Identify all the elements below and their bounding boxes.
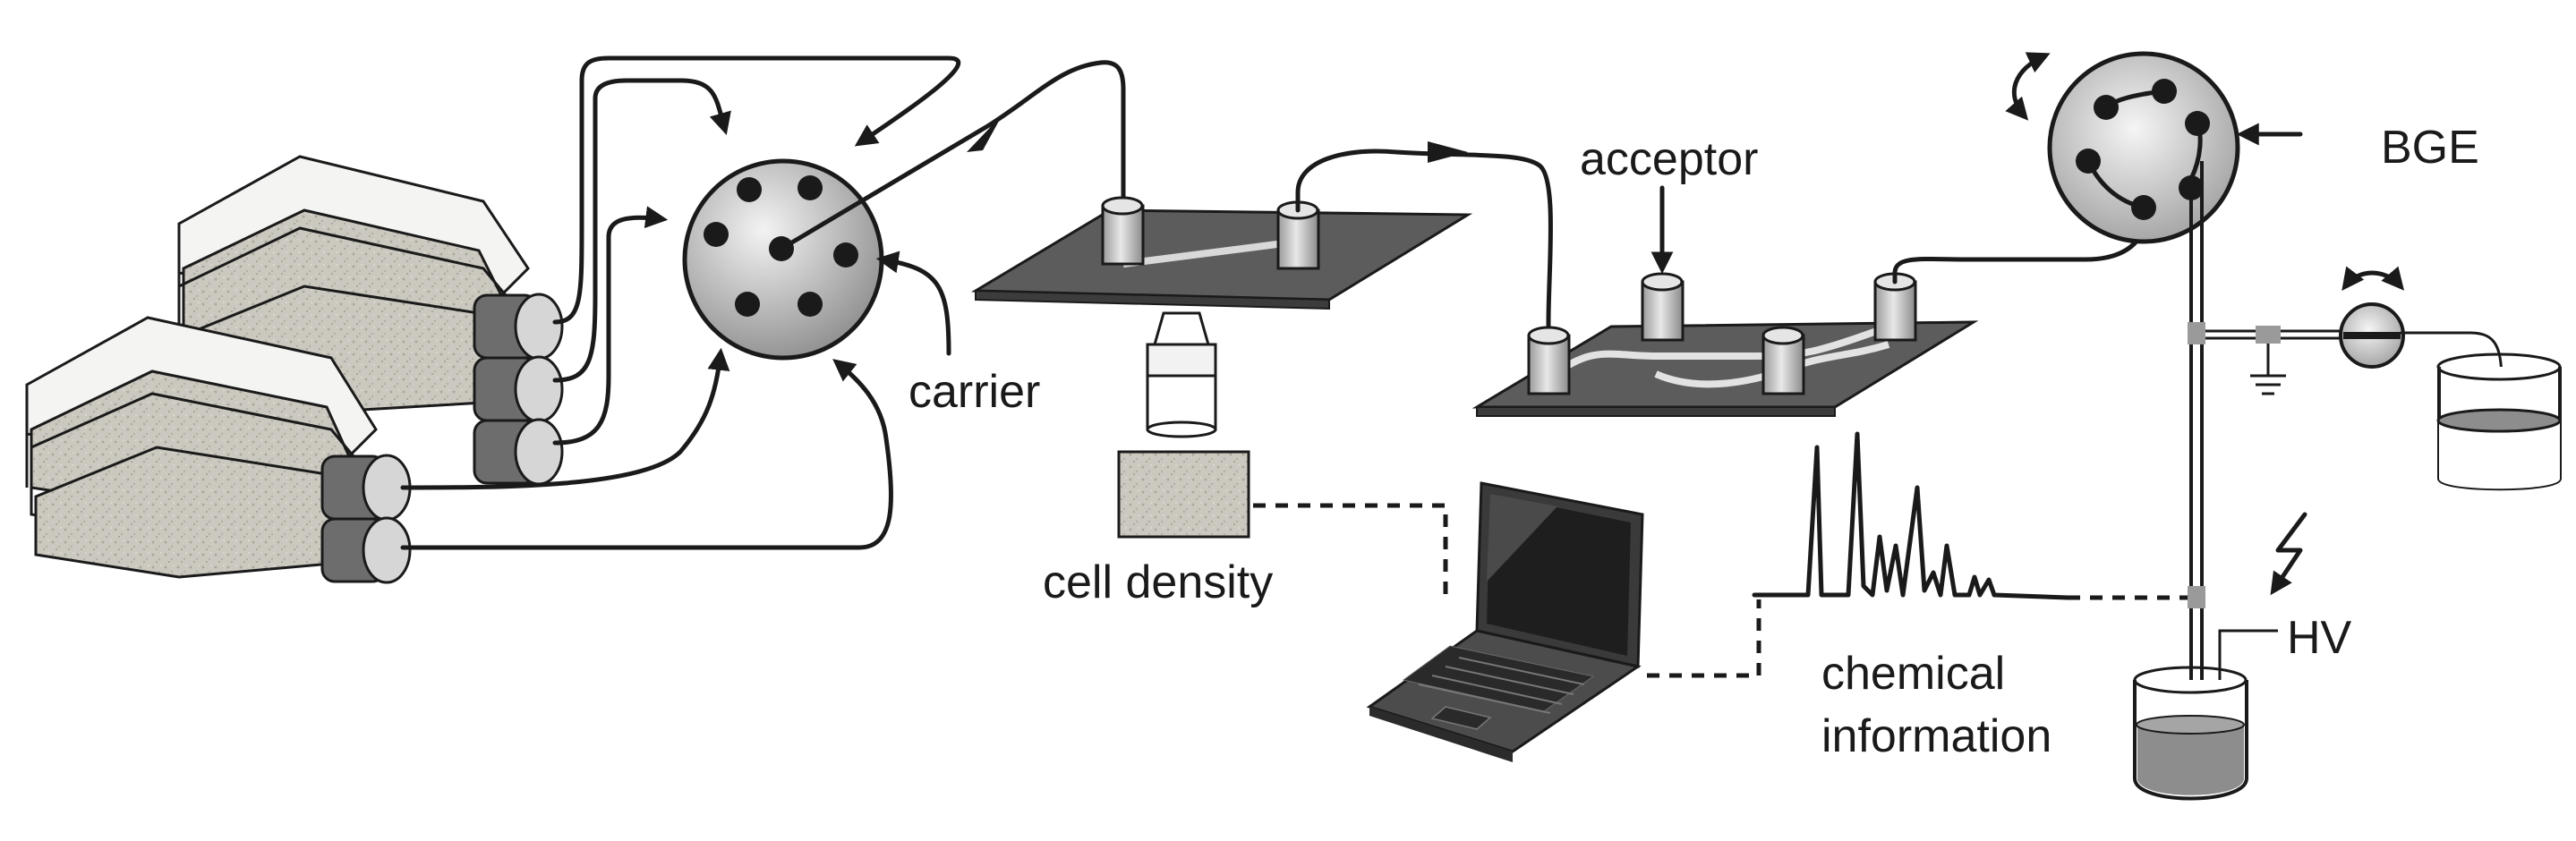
flow-arrow bbox=[967, 115, 1002, 152]
chip-port bbox=[1761, 326, 1805, 395]
outlet-beaker bbox=[2133, 666, 2248, 801]
carrier-line bbox=[875, 251, 951, 356]
hv-bolt-icon bbox=[2270, 512, 2307, 596]
cell-chip bbox=[970, 196, 1473, 310]
culture-flasks bbox=[25, 155, 564, 584]
capillary-junction bbox=[2188, 322, 2205, 344]
extraction-chip bbox=[1471, 272, 1979, 417]
hv-label: HV bbox=[2287, 612, 2352, 664]
selection-valve bbox=[682, 158, 884, 361]
microscope-objective bbox=[1146, 311, 1217, 438]
flask-cap bbox=[320, 454, 412, 522]
flask-cap bbox=[320, 516, 412, 584]
pump-rotate-arrow bbox=[2341, 266, 2405, 291]
chip-link-line bbox=[1295, 149, 1553, 338]
chemical-info-label-line2: information bbox=[1821, 710, 2051, 762]
cell-density-label: cell density bbox=[1043, 556, 1273, 608]
flask-tubing bbox=[400, 55, 961, 550]
valve-outlet-line bbox=[779, 123, 992, 251]
electropherogram bbox=[1752, 431, 2070, 600]
flask-cap bbox=[473, 293, 564, 361]
chemical-info-label-line1: chemical bbox=[1821, 648, 2005, 700]
reservoir-beaker bbox=[2436, 353, 2562, 491]
chip-port bbox=[1101, 196, 1145, 266]
acceptor-label: acceptor bbox=[1580, 133, 1758, 185]
chip-port bbox=[1276, 200, 1320, 270]
signal-line-camera bbox=[1253, 503, 1448, 595]
valve-outlet-line-2 bbox=[986, 60, 1126, 217]
chip-port bbox=[1641, 272, 1685, 342]
carrier-label: carrier bbox=[908, 366, 1040, 418]
injection-valve bbox=[2047, 51, 2240, 244]
laptop-icon bbox=[1366, 481, 1644, 762]
flask-cap bbox=[473, 355, 564, 423]
flask-cap bbox=[473, 418, 564, 486]
cell-density-image bbox=[1117, 450, 1250, 539]
detection-window bbox=[2188, 586, 2205, 608]
flow-arrow bbox=[1428, 141, 1468, 163]
bge-label: BGE bbox=[2381, 122, 2479, 174]
signal-line-laptop bbox=[1647, 599, 1761, 678]
ground-icon bbox=[2250, 374, 2286, 395]
ground-branch bbox=[2205, 326, 2341, 395]
valve-rotate-arrow bbox=[2005, 52, 2051, 121]
chip-port bbox=[1527, 326, 1571, 395]
